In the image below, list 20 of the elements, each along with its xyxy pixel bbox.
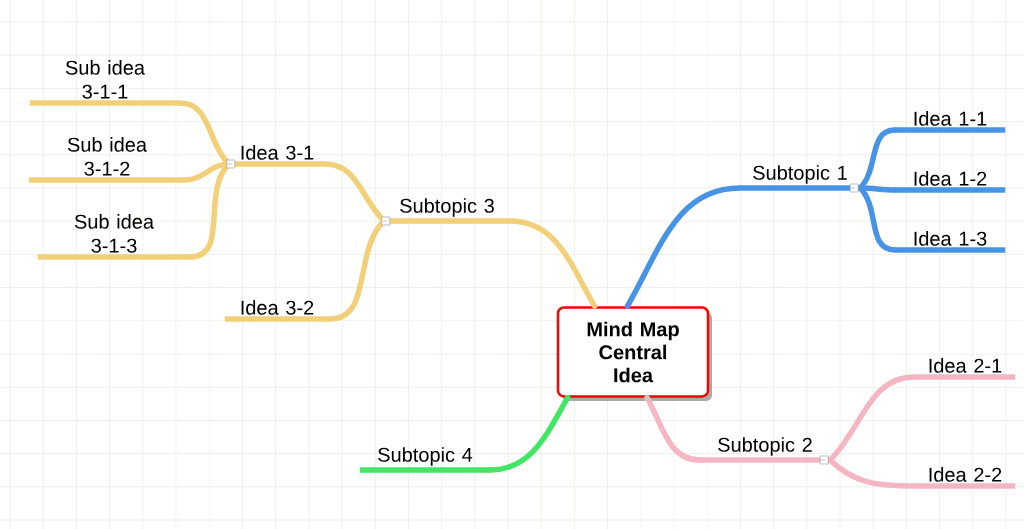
branch-connector xyxy=(624,185,743,309)
topic-label: Subtopic 3 xyxy=(400,198,494,217)
topic-label: Idea 3-1 xyxy=(241,145,314,160)
topic-label: Idea 1-1 xyxy=(914,111,987,126)
branch-connector xyxy=(487,395,571,473)
topic-label: Idea 3-2 xyxy=(241,300,314,315)
topic-label: Idea 2-2 xyxy=(929,467,1002,482)
branch-connector xyxy=(644,395,703,463)
branch-connector xyxy=(507,218,598,309)
topic-label: Subtopic 2 xyxy=(718,437,812,456)
topic-label: Subtopic 4 xyxy=(378,447,473,466)
topic-label: Sub idea 3-1-1 xyxy=(65,60,145,99)
topic-label: Idea 2-1 xyxy=(929,358,1002,373)
central-topic-box: Mind Map Central Idea xyxy=(556,306,712,401)
topic-label: Subtopic 1 xyxy=(753,165,847,184)
topic-label: Idea 1-2 xyxy=(914,171,987,186)
topic-label: Sub idea 3-1-2 xyxy=(67,137,147,176)
topic-label: Idea 1-3 xyxy=(914,231,987,246)
branch-connector xyxy=(827,457,918,489)
topic-label: Sub idea 3-1-3 xyxy=(74,214,154,253)
